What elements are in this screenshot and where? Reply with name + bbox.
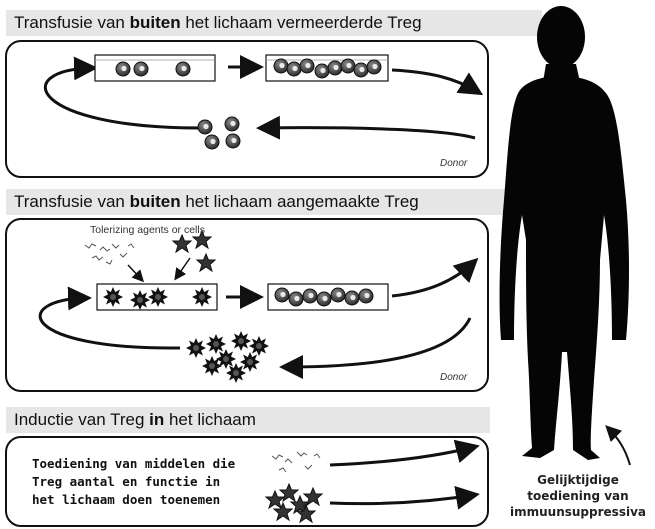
treg-cell (116, 62, 130, 76)
tolerizing-molecules (85, 244, 134, 264)
donor-label-1: Donor (440, 158, 467, 169)
treg-cell (134, 62, 148, 76)
treg-cell (176, 62, 190, 76)
induction-cycle-2 (40, 231, 474, 383)
in-vivo-agents (266, 447, 474, 522)
in-vivo-description: Toediening van middelen die Treg aantal … (32, 455, 267, 509)
tolerizing-cell (197, 254, 215, 271)
expansion-cycle-1 (45, 55, 478, 149)
patient-silhouette (500, 6, 629, 460)
tolerizing-cell (173, 235, 191, 252)
tolerizing-agents-label: Tolerizing agents or cells (90, 224, 205, 236)
immunosuppression-caption: Gelijktijdige toediening van immuunsuppr… (508, 472, 648, 520)
culture-dish-1 (95, 55, 215, 81)
donor-label-2: Donor (440, 372, 467, 383)
